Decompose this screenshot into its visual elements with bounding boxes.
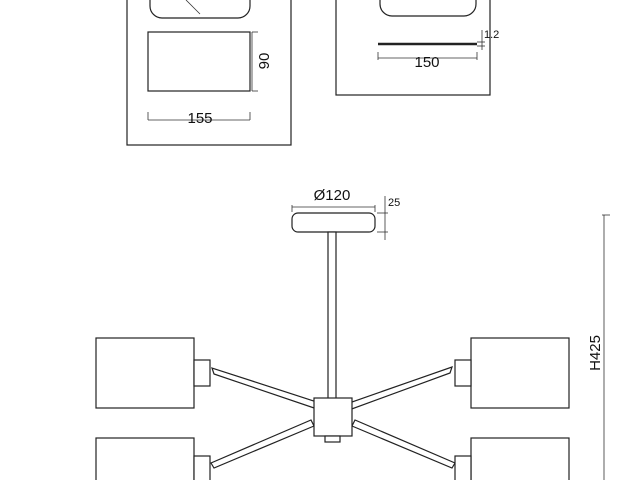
ceiling-canopy: Ø120 25 [291, 187, 400, 240]
detail-panel-right: 1.2 150 [335, 0, 499, 96]
lamp-shade-upper-left [95, 337, 211, 409]
stem-rod [327, 231, 337, 401]
lamp-shade-lower-left [95, 437, 211, 480]
central-hub [313, 397, 353, 443]
detail-panel-left: 90 155 [126, 0, 292, 146]
dim-shade-width-left: 155 [187, 110, 212, 127]
lamp-arms [210, 366, 456, 469]
lamp-shade-upper-right [454, 337, 570, 409]
dim-plate-thickness: 1.2 [484, 29, 499, 41]
dim-overall-height: H425 [587, 335, 604, 371]
dim-canopy-diameter: Ø120 [314, 187, 351, 204]
shade-front-view [147, 31, 251, 92]
dim-shade-height: 90 [256, 53, 273, 70]
lamp-shade-lower-right [454, 437, 570, 480]
dim-canopy-height: 25 [388, 197, 400, 209]
dim-shade-width-right: 150 [414, 54, 439, 71]
overall-height-dimension: H425 [587, 214, 610, 480]
